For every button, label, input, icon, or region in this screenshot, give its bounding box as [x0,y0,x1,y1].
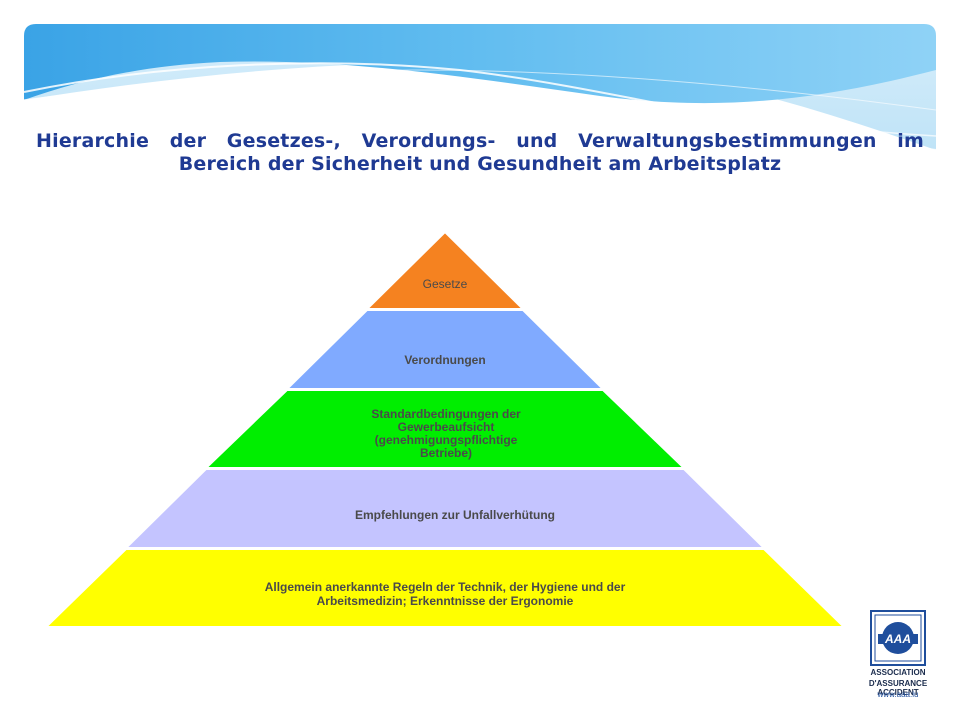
logo-line-association: ASSOCIATION [870,668,926,677]
logo-line-assurance-accident: D'ASSURANCE ACCIDENT [868,679,928,697]
logo-mark-text: AAA [884,632,911,646]
aaa-logo: AAA ASSOCIATION D'ASSURANCE ACCIDENT www… [848,606,948,710]
pyramid-label-gesetze: Gesetze [422,277,468,291]
pyramid-label-allgemein-anerkannte-regeln: Allgemein anerkannte Regeln der Technik,… [264,580,626,608]
pyramid-level-verordnungen [284,309,606,390]
header-wave-banner [23,24,937,151]
pyramid-level-gesetze [364,230,526,310]
pyramid-level-allgemein-anerkannte-regeln [43,548,847,628]
aaa-logo-mark-icon: AAA [870,610,926,666]
pyramid-label-empfehlungen: Empfehlungen zur Unfallverhütung [355,508,555,522]
pyramid-label-standardbedingungen: Standardbedingungen der Gewerbeaufsicht … [371,407,521,460]
slide-title: Hierarchie der Gesetzes-, Verordungs- un… [36,130,924,175]
logo-url: www.aaa.lu [877,690,919,699]
pyramid-label-verordnungen: Verordnungen [404,353,486,367]
